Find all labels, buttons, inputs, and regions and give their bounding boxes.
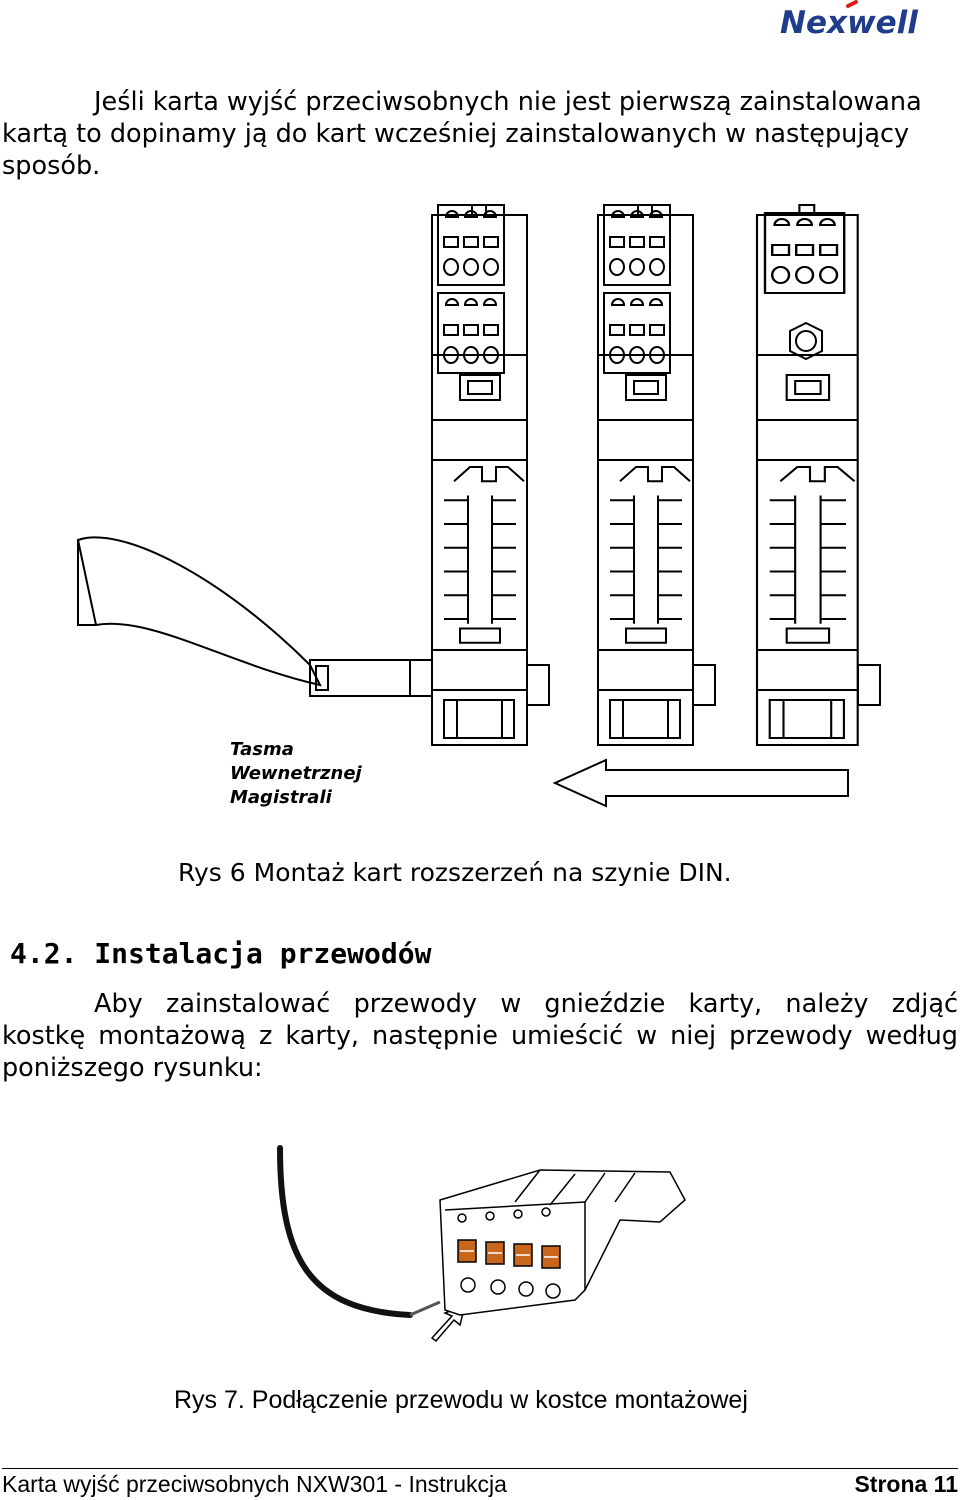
footer-divider (2, 1468, 958, 1469)
intro-line-2: kartą to dopinamy ją do kart wcześniej z… (2, 119, 910, 149)
footer-page-number: Strona 11 (854, 1471, 958, 1497)
ribbon-label-line-3: Magistrali (230, 787, 333, 808)
section-line-3: poniższego rysunku: (2, 1053, 263, 1083)
footer-document-title: Karta wyjść przeciwsobnych NXW301 - Inst… (2, 1471, 507, 1497)
ribbon-label-line-2: Wewnetrznej (230, 763, 363, 784)
section-line-2: kostkę montażową z karty, następnie umie… (2, 1021, 958, 1051)
din-rail-cards-figure: Tasma Wewnetrznej Magistrali (76, 195, 881, 808)
section-heading: 4.2. Instalacja przewodów (10, 937, 432, 970)
intro-line-1: Jeśli karta wyjść przeciwsobnych nie jes… (94, 87, 922, 117)
logo-accent (846, 0, 858, 8)
figure7-caption: Rys 7. Podłączenie przewodu w kostce mon… (174, 1386, 748, 1414)
intro-line-3: sposób. (2, 151, 101, 181)
mounting-block-figure (277, 1145, 686, 1343)
ribbon-label-line-1: Tasma (230, 739, 294, 760)
section-line-1: Aby zainstalować przewody w gnieździe ka… (94, 989, 958, 1019)
nexwell-logo: Nexwell (780, 0, 918, 40)
figure6-caption: Rys 6 Montaż kart rozszerzeń na szynie D… (178, 858, 732, 887)
intro-paragraph: Jeśli karta wyjść przeciwsobnych nie jes… (2, 86, 958, 182)
logo-wordmark: Nexwell (780, 5, 918, 40)
section-paragraph: Aby zainstalować przewody w gnieździe ka… (2, 988, 958, 1084)
page-footer: Karta wyjść przeciwsobnych NXW301 - Inst… (2, 1468, 958, 1500)
